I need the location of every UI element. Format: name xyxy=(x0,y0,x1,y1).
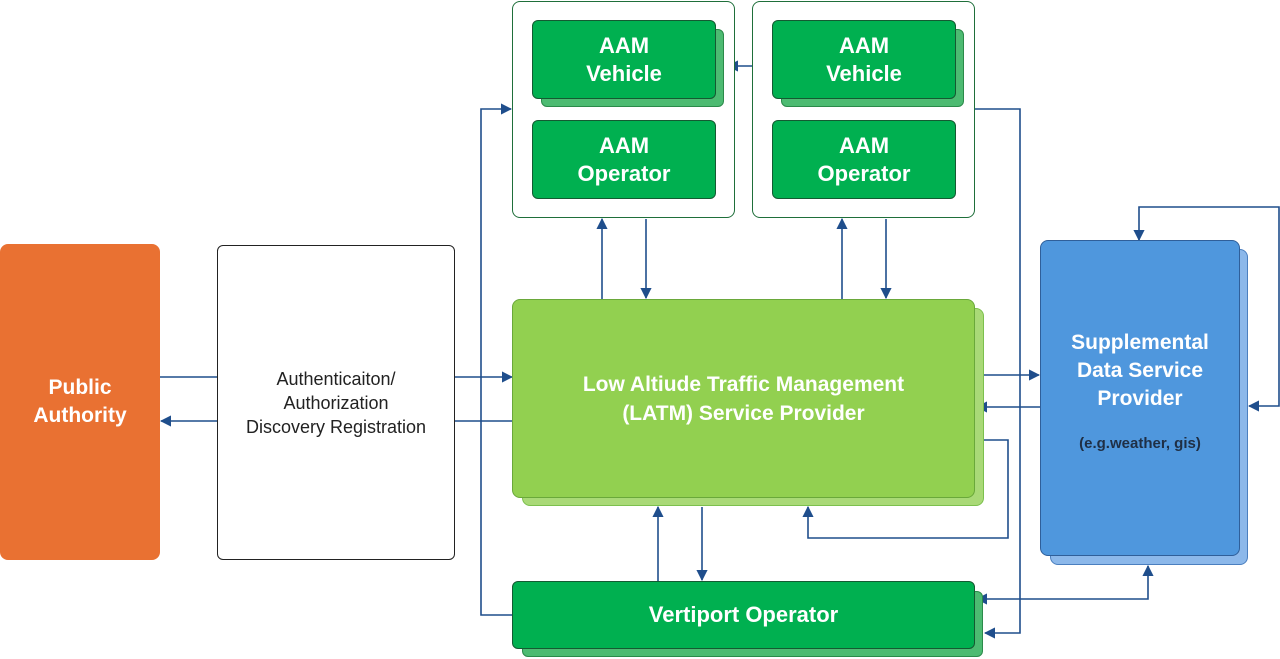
auth-line-1: Authenticaiton/ xyxy=(276,368,396,389)
arrow-group2-to-vertiport xyxy=(975,108,1021,639)
supplemental-line-1: Supplemental xyxy=(1071,331,1209,354)
supplemental-example: (e.g.weather, gis) xyxy=(1079,435,1201,452)
auth-line-2: Authorization xyxy=(283,392,389,413)
vertiport-operator-box: Vertiport Operator xyxy=(512,581,975,649)
aam-operator-1-box: AAM Operator xyxy=(532,120,716,199)
aam-operator-1-line-2: Operator xyxy=(577,160,671,186)
aam-operator-2-line-2: Operator xyxy=(817,160,911,186)
auth-discovery-box: Authenticaiton/ Authorization Discovery … xyxy=(217,245,455,560)
auth-line-3: Discovery Registration xyxy=(245,416,427,437)
supplemental-line-3: Provider xyxy=(1097,387,1183,410)
arrow-supplemental-to-vertiport xyxy=(975,564,1154,605)
public-authority-box: Public Authority xyxy=(0,244,160,560)
aam-vehicle-1-line-1: AAM xyxy=(598,32,650,58)
latm-service-provider-box: Low Altiude Traffic Management (LATM) Se… xyxy=(512,299,975,498)
aam-vehicle-2-line-2: Vehicle xyxy=(826,60,902,86)
latm-line-1: Low Altiude Traffic Management xyxy=(582,372,905,396)
aam-vehicle-2-line-1: AAM xyxy=(838,32,890,58)
supplemental-line-2: Data Service xyxy=(1076,359,1204,382)
aam-operator-2-box: AAM Operator xyxy=(772,120,956,199)
aam-vehicle-1-line-2: Vehicle xyxy=(586,60,662,86)
aam-operator-2-line-1: AAM xyxy=(838,132,890,158)
aam-vehicle-1-box: AAM Vehicle xyxy=(532,20,716,99)
aam-operator-1-line-1: AAM xyxy=(598,132,650,158)
arrow-supplemental-self-loop xyxy=(1133,206,1280,412)
supplemental-data-service-box: Supplemental Data Service Provider (e.g.… xyxy=(1040,240,1240,556)
vertiport-operator-label: Vertiport Operator xyxy=(648,602,839,627)
arrow-latm-self-loop xyxy=(802,434,1009,539)
latm-line-2: (LATM) Service Provider xyxy=(622,401,865,425)
aam-vehicle-2-box: AAM Vehicle xyxy=(772,20,956,99)
public-authority-label: Public Authority xyxy=(33,376,127,427)
arrow-vertiport-to-aam-group xyxy=(480,103,513,616)
